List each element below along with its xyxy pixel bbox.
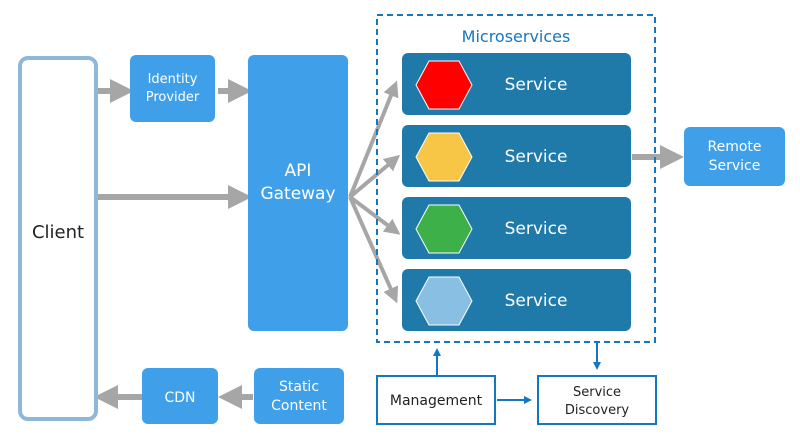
- client-label: Client: [32, 222, 84, 243]
- remote-service-box: [684, 127, 785, 186]
- service-card: Service: [402, 197, 631, 259]
- client-box: [18, 56, 98, 421]
- service-card: Service: [402, 269, 631, 331]
- service-discovery-box: [537, 375, 657, 425]
- service-label: Service: [505, 75, 568, 95]
- identity-provider-box: [130, 55, 215, 122]
- static-content-box: [254, 368, 344, 424]
- service-card: Service: [402, 53, 631, 115]
- arrow-gateway-to-service-1: [348, 80, 399, 198]
- service-label: Service: [505, 147, 568, 167]
- remote-service-line1: Remote: [707, 139, 761, 155]
- cdn-box: [142, 368, 218, 424]
- identity-provider-line2: Provider: [146, 90, 200, 105]
- service-discovery-line1: Service: [573, 385, 621, 400]
- api-gateway-line2: Gateway: [260, 184, 335, 204]
- service-label: Service: [505, 219, 568, 239]
- microservices-title: Microservices: [462, 27, 571, 46]
- arrow-gateway-to-service-2: [348, 154, 401, 199]
- api-gateway-line1: API: [285, 161, 312, 181]
- management-label: Management: [390, 393, 483, 409]
- service-discovery-line2: Discovery: [565, 403, 630, 418]
- management-box: [376, 375, 496, 425]
- api-gateway-box: [248, 55, 348, 331]
- gray-arrows: [94, 79, 684, 409]
- red-hexagon-icon: [415, 60, 473, 110]
- green-hexagon-icon: [415, 204, 473, 254]
- service-label: Service: [505, 291, 568, 311]
- cdn-label: CDN: [164, 390, 195, 406]
- yellow-hexagon-icon: [415, 132, 473, 182]
- service-card: Service: [402, 125, 631, 187]
- static-content-line2: Content: [271, 398, 327, 414]
- static-content-line1: Static: [279, 379, 319, 395]
- arrow-gateway-to-service-4: [348, 196, 399, 304]
- light-blue-hexagon-icon: [415, 276, 473, 326]
- identity-provider-line1: Identity: [148, 72, 198, 87]
- remote-service-line2: Service: [709, 158, 761, 174]
- microservices-boundary: [376, 14, 656, 343]
- arrow-gateway-to-service-3: [348, 195, 401, 235]
